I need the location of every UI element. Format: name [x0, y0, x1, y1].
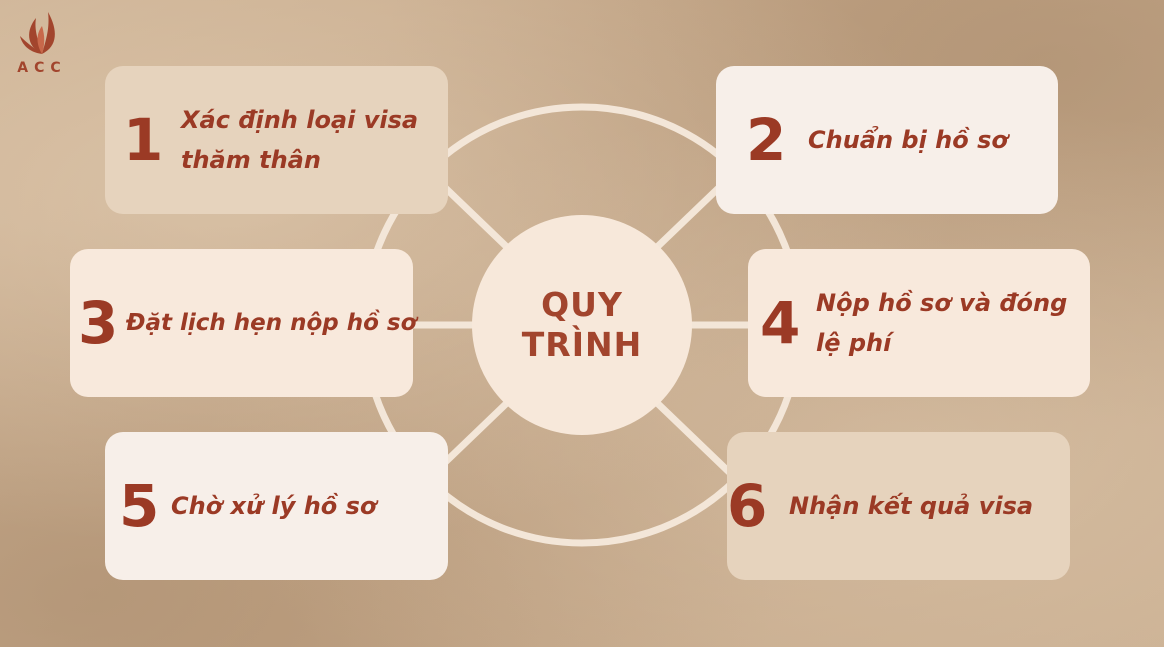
step-5-box: 5 Chờ xử lý hồ sơ [105, 432, 448, 580]
step-4-box: 4 Nộp hồ sơ và đóng lệ phí [748, 249, 1090, 397]
acc-logo: ACC [14, 8, 70, 80]
step-5-text: Chờ xử lý hồ sơ [171, 492, 377, 520]
step-6-box: 6 Nhận kết quả visa [727, 432, 1070, 580]
step-3-number: 3 [78, 289, 119, 357]
step-1-number: 1 [123, 106, 164, 174]
step-6-number: 6 [727, 472, 768, 540]
step-4-text: Nộp hồ sơ và đóng lệ phí [816, 289, 1068, 357]
step-1-text: Xác định loại visa thăm thân [181, 106, 419, 174]
step-6-text: Nhận kết quả visa [789, 492, 1034, 520]
step-1-box: 1 Xác định loại visa thăm thân [105, 66, 448, 214]
center-title-line-1: QUY [541, 285, 623, 324]
center-circle: QUY TRÌNH [472, 215, 692, 435]
step-3-box: 3 Đặt lịch hẹn nộp hồ sơ [70, 249, 417, 397]
connector-bottom-right [650, 396, 733, 476]
step-2-text: Chuẩn bị hồ sơ [808, 126, 1008, 154]
step-2-box: 2 Chuẩn bị hồ sơ [716, 66, 1058, 214]
step-5-number: 5 [119, 472, 160, 540]
step-4-number: 4 [760, 289, 801, 357]
flame-leaf-icon [20, 12, 55, 54]
center-title-line-2: TRÌNH [521, 325, 643, 364]
logo-text: ACC [17, 60, 67, 76]
step-2-number: 2 [746, 106, 787, 174]
step-3-text: Đặt lịch hẹn nộp hồ sơ [126, 310, 417, 336]
